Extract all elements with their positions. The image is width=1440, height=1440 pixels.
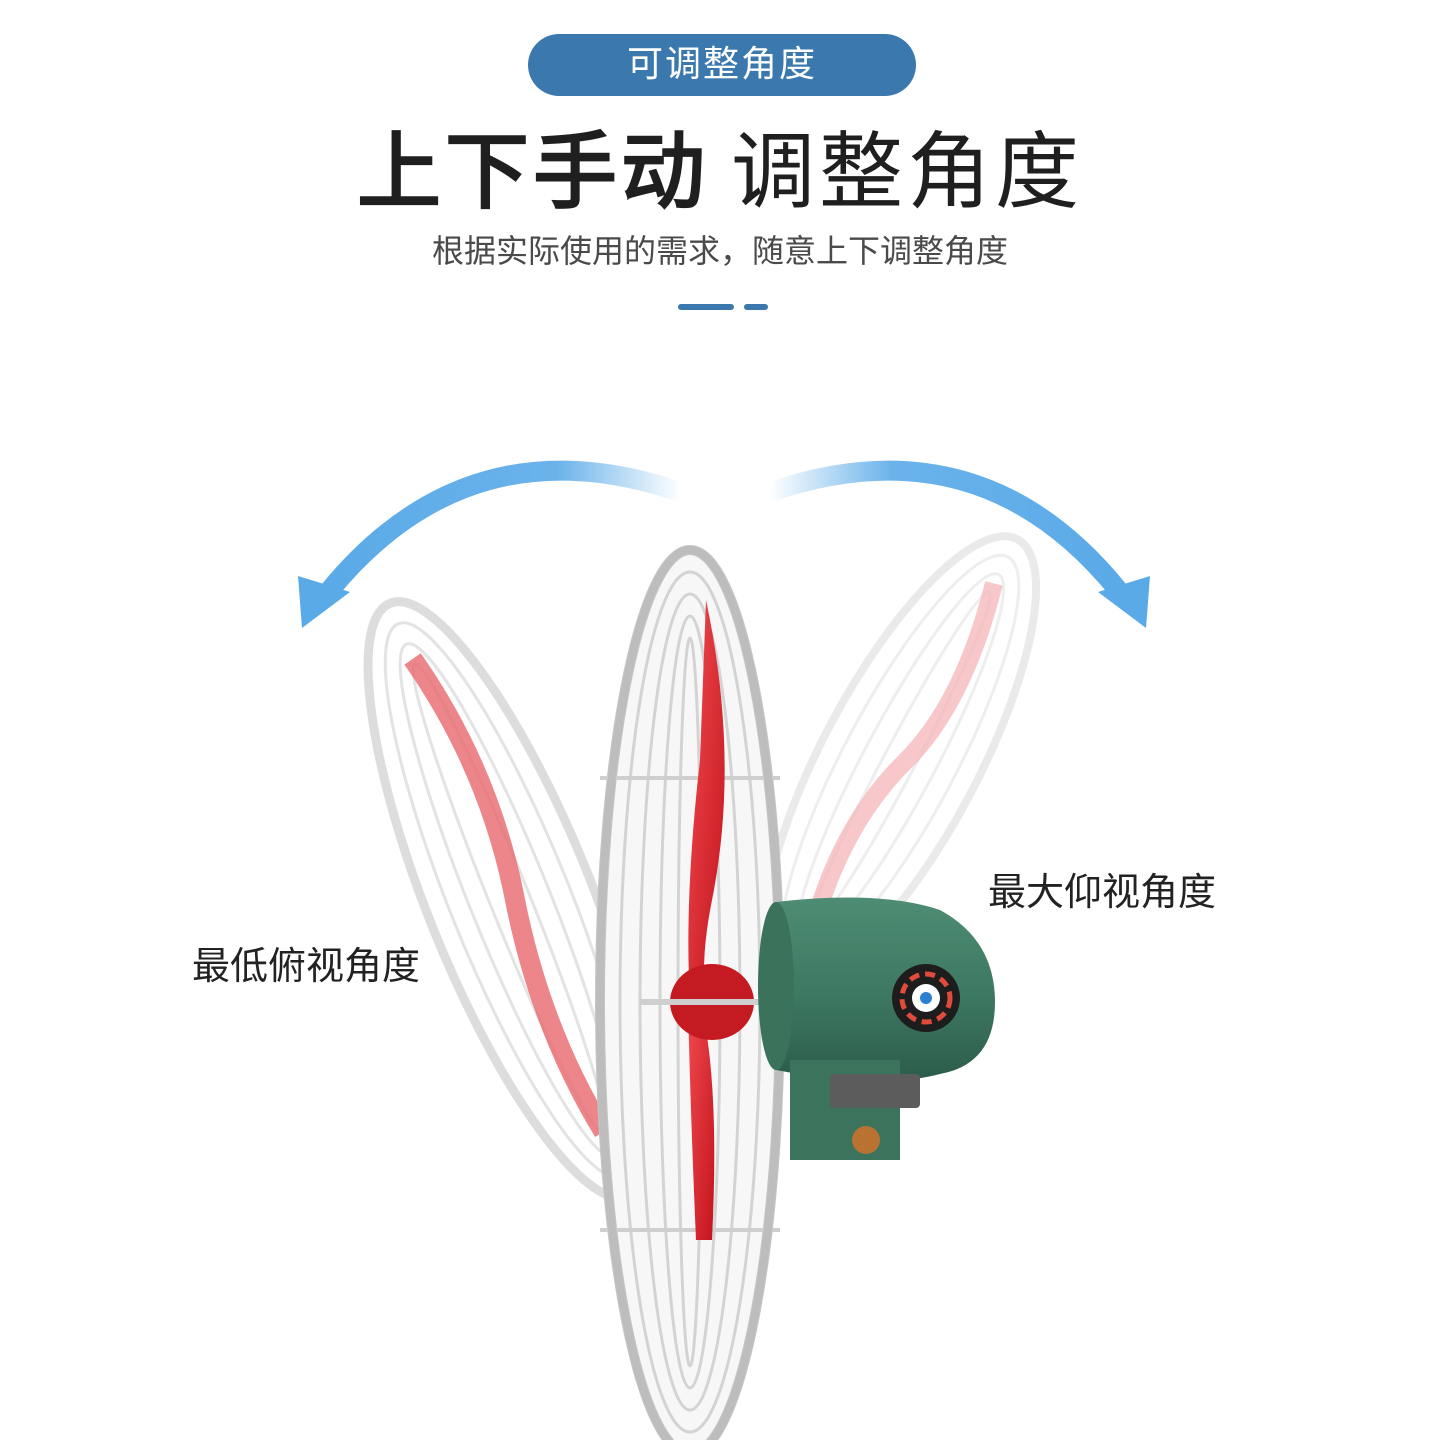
fan-guard-tilt-up [759, 532, 1041, 988]
title-bold: 上下手动 [356, 123, 709, 221]
divider-short [744, 304, 768, 310]
motor-housing [758, 897, 995, 1160]
divider-long [678, 304, 734, 310]
fan-guard-tilt-down [363, 597, 657, 1203]
min-angle-label: 最低俯视角度 [192, 944, 421, 988]
page-subtitle: 根据实际使用的需求，随意上下调整角度 [431, 232, 1008, 270]
curved-arrow-right-icon [760, 460, 1150, 628]
fan-blade [670, 600, 754, 1240]
speed-dial-icon [892, 964, 960, 1032]
page-title: 上下手动调整角度 [0, 122, 1440, 222]
feature-badge: 可调整角度 [528, 34, 916, 96]
max-angle-label: 最大仰视角度 [988, 870, 1217, 914]
curved-arrow-left-icon [298, 460, 690, 628]
title-light: 调整角度 [731, 123, 1084, 221]
